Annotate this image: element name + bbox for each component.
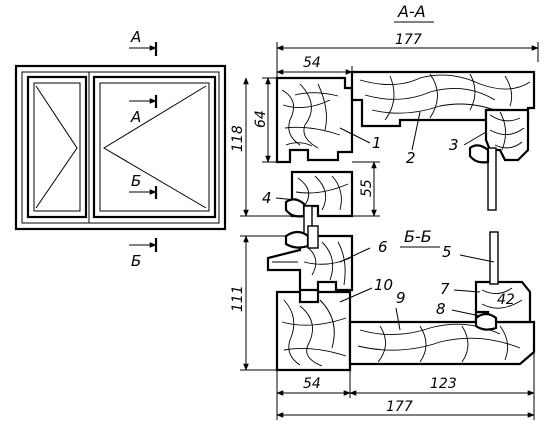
outer-frame-inner-line xyxy=(21,71,220,224)
callout-3: 3 xyxy=(449,136,459,154)
right-sash-opening-lines xyxy=(103,85,207,209)
dim-aa-118: 118 xyxy=(230,125,246,152)
dim-bb-42: 42 xyxy=(497,292,515,308)
section-title-bb: Б-Б xyxy=(404,227,432,246)
callout-2: 2 xyxy=(406,149,416,167)
frame-head-1 xyxy=(275,76,354,164)
right-sash-inner xyxy=(99,82,210,212)
section-bb: 42 111 54 123 177 5 6 7 8 9 10 xyxy=(230,225,536,420)
callout-7: 7 xyxy=(440,280,450,298)
glazing-piece-7-8 xyxy=(474,280,532,324)
cut-label-a-inner: А xyxy=(130,108,141,126)
left-sash-opening-lines xyxy=(35,85,78,209)
frame-sill-10 xyxy=(275,290,352,372)
dim-bb-54: 54 xyxy=(303,376,321,392)
cut-label-b-inner: Б xyxy=(131,172,141,190)
cut-label-a-top: А xyxy=(130,28,141,46)
left-sash xyxy=(26,75,88,219)
callout-4: 4 xyxy=(262,189,272,207)
dim-aa-177: 177 xyxy=(395,32,422,48)
glass-pane-bb xyxy=(489,231,499,285)
dim-bb-111: 111 xyxy=(230,285,246,312)
dim-aa-54: 54 xyxy=(303,55,321,71)
section-aa: 177 54 64 118 55 xyxy=(230,32,539,237)
callout-10: 10 xyxy=(374,276,393,294)
callout-5: 5 xyxy=(442,243,452,261)
left-sash-inner xyxy=(33,82,81,212)
callout-9: 9 xyxy=(396,289,406,307)
dim-aa-55: 55 xyxy=(359,179,375,197)
dim-bb-123: 123 xyxy=(430,376,457,392)
callout-8: 8 xyxy=(436,300,446,318)
right-sash xyxy=(92,75,217,219)
dim-bb-177: 177 xyxy=(386,399,413,415)
glass-pane-aa xyxy=(487,147,497,211)
cut-label-b-bottom: Б xyxy=(131,252,141,270)
section-title-aa: А-А xyxy=(397,2,426,21)
dim-aa-64: 64 xyxy=(253,110,269,128)
window-elevation: А А Б Б xyxy=(14,28,227,270)
outer-frame xyxy=(14,64,227,231)
callout-6: 6 xyxy=(378,238,388,256)
callout-1: 1 xyxy=(372,134,382,152)
